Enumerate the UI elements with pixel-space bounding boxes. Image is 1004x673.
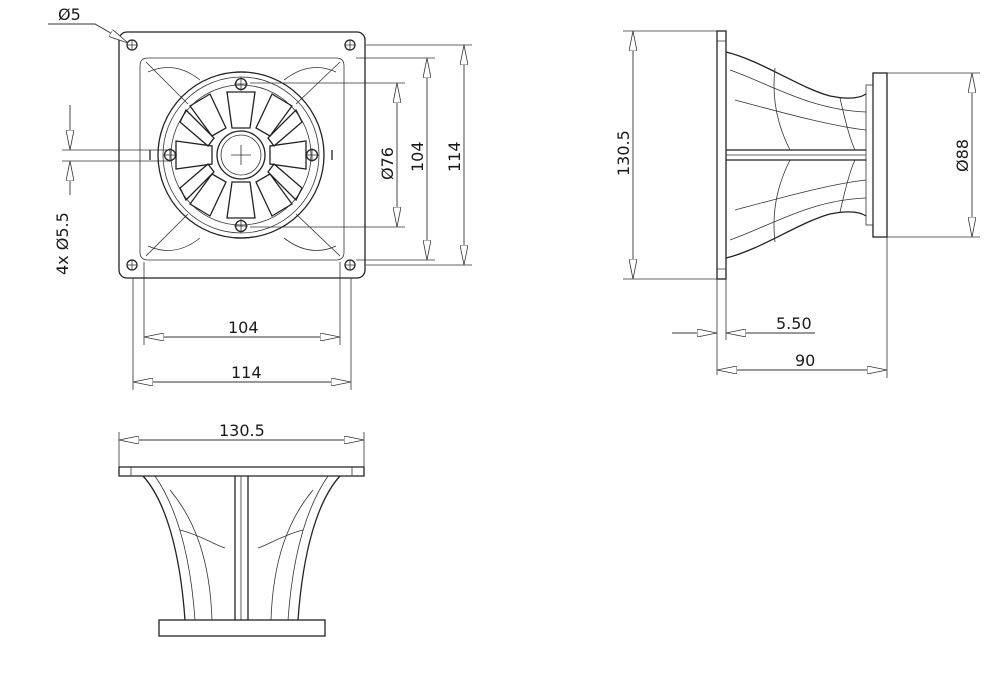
side-view: 130.5 Ø88 5.50 90 <box>614 30 980 378</box>
flange-recess <box>139 57 345 261</box>
flange-outline <box>118 31 366 279</box>
side-flange-plate <box>716 30 727 280</box>
throat-slots <box>175 91 307 219</box>
thickness-label: 5.50 <box>776 314 812 333</box>
corner-hole-tl <box>126 39 138 51</box>
driver-hole-bottom <box>234 219 248 233</box>
outer-v-label: 114 <box>445 141 464 172</box>
outer-h-label: 114 <box>231 363 262 382</box>
top-view: 130.5 <box>118 421 365 637</box>
top-flange-plate <box>118 466 365 477</box>
front-view: Ø5 4x Ø5.5 Ø76 104 114 104 114 <box>48 5 472 390</box>
side-driver-flange <box>872 72 888 238</box>
hole-dia-leader <box>48 23 128 44</box>
side-height-label: 130.5 <box>614 130 633 176</box>
inner-v-label: 104 <box>408 141 427 172</box>
throat-dia-label: Ø76 <box>378 147 397 180</box>
top-width-label: 130.5 <box>219 421 265 440</box>
corner-hole-bl <box>126 259 138 271</box>
mount-holes-label: 4x Ø5.5 <box>53 212 72 275</box>
corner-hole-tr <box>344 39 356 51</box>
inner-h-label: 104 <box>228 318 259 337</box>
driver-hole-right <box>305 148 319 162</box>
length-label: 90 <box>795 351 815 370</box>
throat-bore <box>216 130 266 180</box>
driver-hole-top <box>234 77 248 91</box>
hole-dia-label: Ø5 <box>58 5 81 24</box>
top-driver-flange <box>158 619 326 637</box>
flange-dia-label: Ø88 <box>953 139 972 172</box>
corner-hole-br <box>344 259 356 271</box>
